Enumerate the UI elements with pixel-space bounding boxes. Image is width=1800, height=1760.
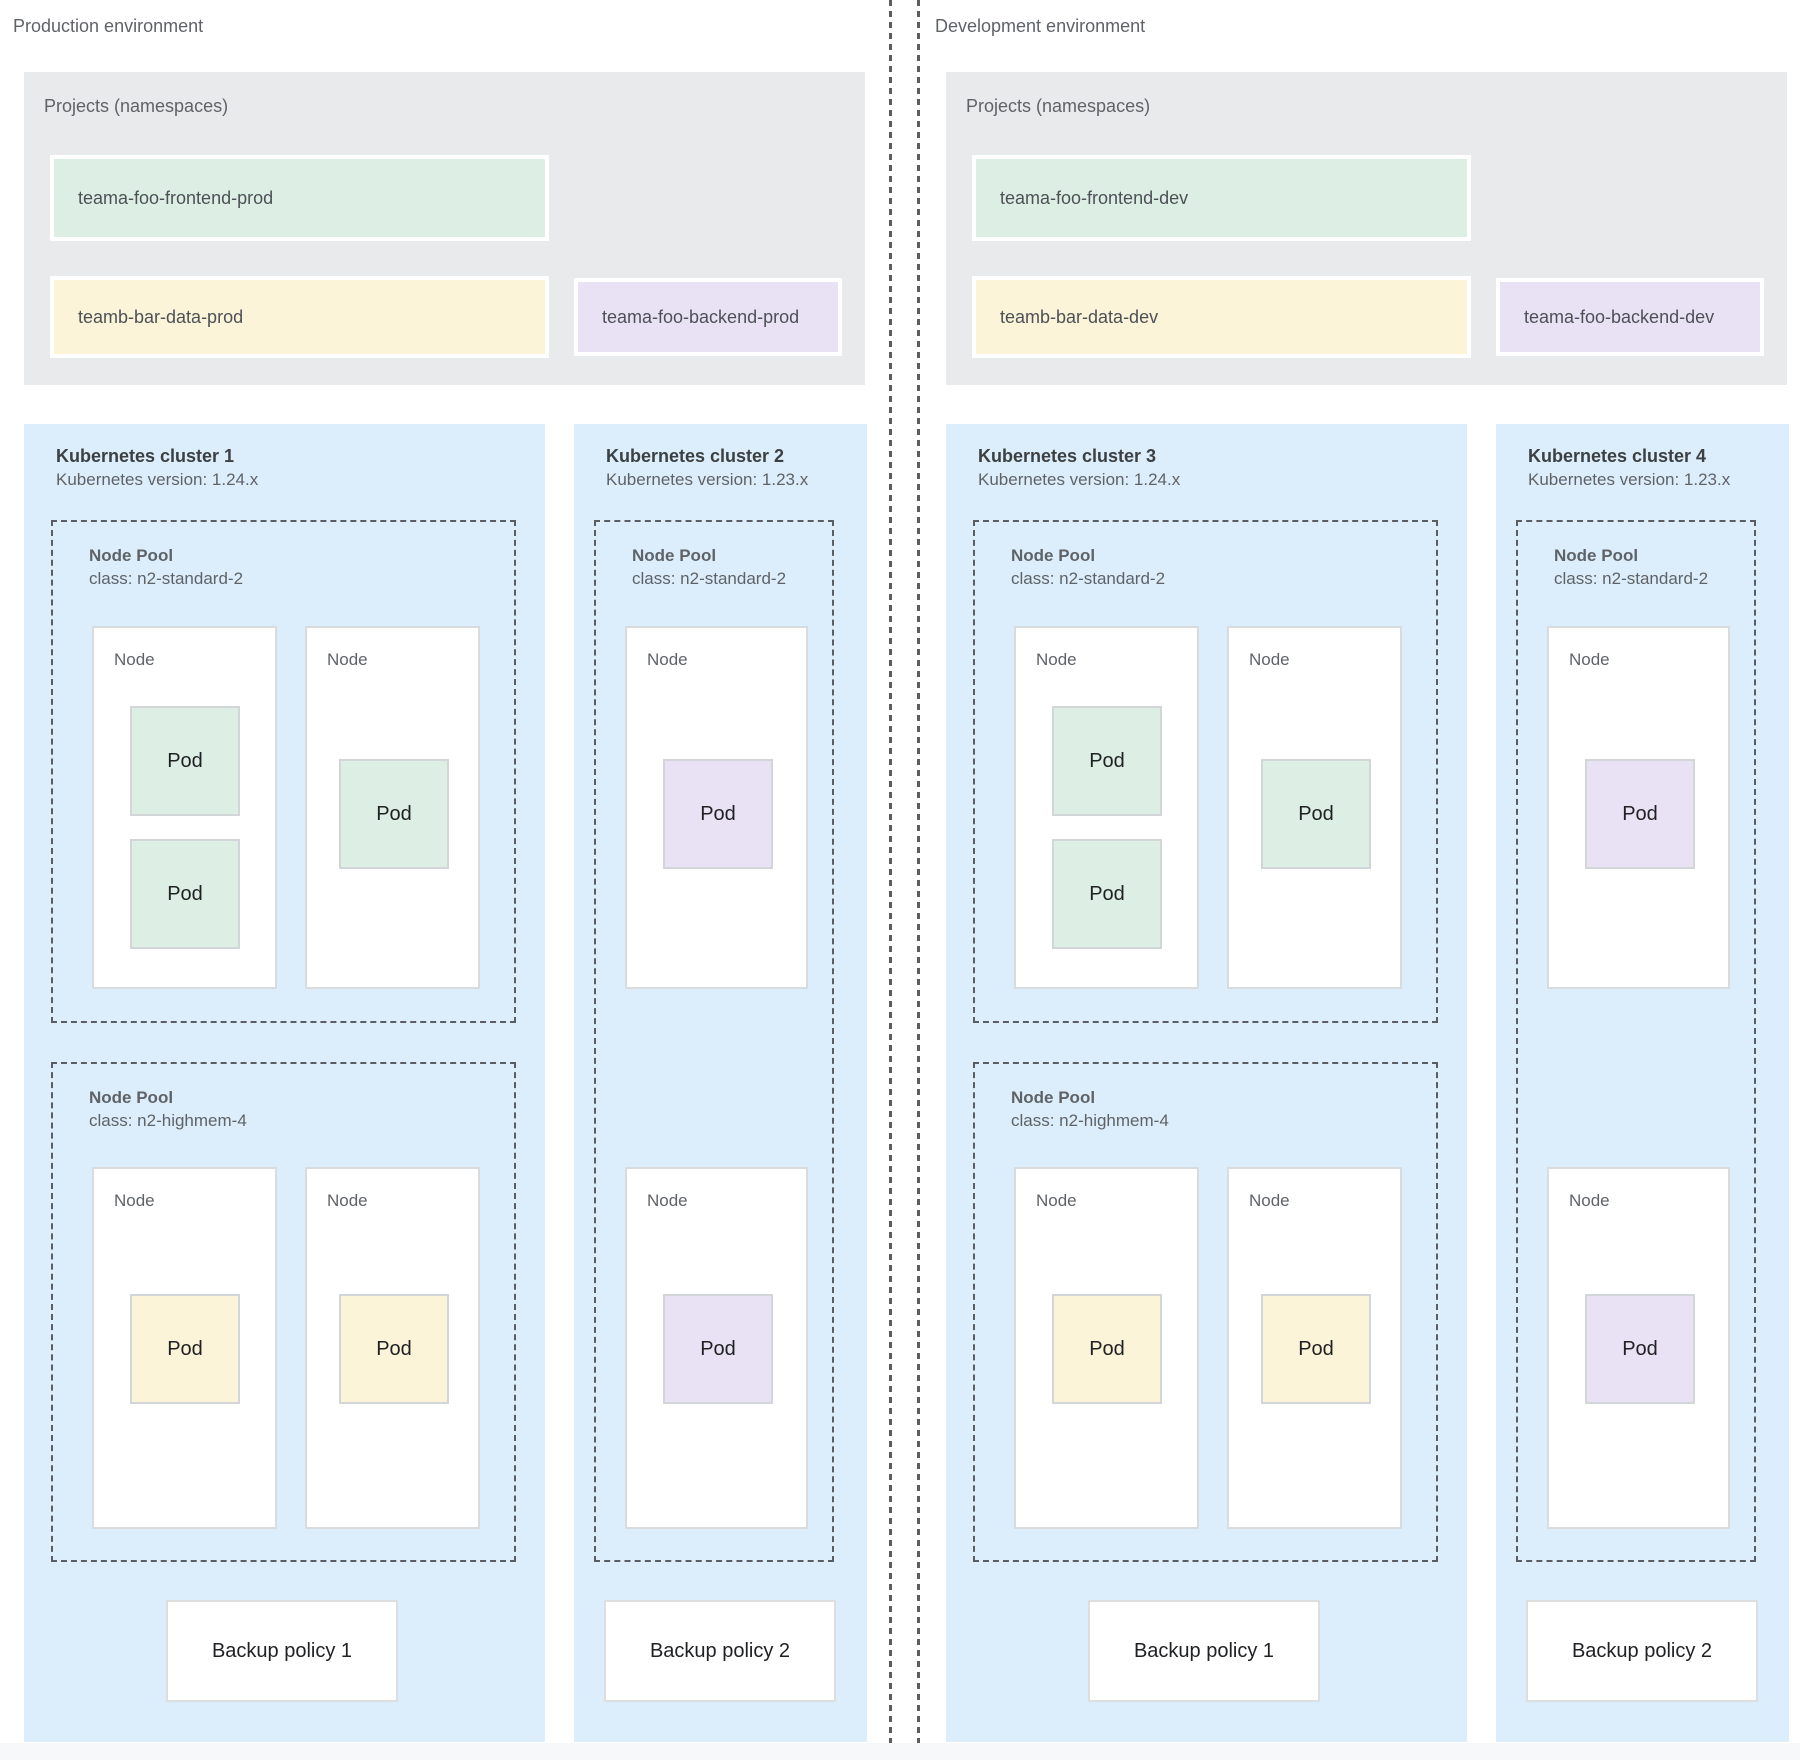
node-label: Node <box>1249 650 1290 669</box>
node-label: Node <box>647 1191 688 1210</box>
backup-policy: Backup policy 2 <box>1526 1600 1758 1702</box>
node-label: Node <box>1249 1191 1290 1210</box>
node-label: Node <box>1036 650 1077 669</box>
pod: Pod <box>130 1294 240 1404</box>
projects-box: Projects (namespaces) teama-foo-frontend… <box>946 72 1787 385</box>
project-namespace: teamb-bar-data-dev <box>972 276 1471 358</box>
cluster-title: Kubernetes cluster 2 <box>606 446 785 466</box>
node: Node Pod <box>1547 1167 1730 1529</box>
node-pool-label: Node Pool <box>1554 546 1639 565</box>
node-pool-class: class: n2-highmem-4 <box>89 1111 247 1130</box>
node-pool-class: class: n2-standard-2 <box>1554 569 1709 588</box>
projects-box: Projects (namespaces) teama-foo-frontend… <box>24 72 865 385</box>
node-pool-label: Node Pool <box>1011 546 1096 565</box>
cluster-title: Kubernetes cluster 1 <box>56 446 235 466</box>
node-pool: Node Pool class: n2-standard-2 Node Pod … <box>1516 520 1756 1562</box>
pod: Pod <box>663 759 773 869</box>
project-namespace: teamb-bar-data-prod <box>50 276 549 358</box>
pod: Pod <box>1585 759 1695 869</box>
pod: Pod <box>1052 1294 1162 1404</box>
backup-policy: Backup policy 1 <box>1088 1600 1320 1702</box>
node: Node Pod Pod <box>1014 626 1199 989</box>
projects-title: Projects (namespaces) <box>966 96 1151 116</box>
environment-development: Development environment Projects (namesp… <box>935 0 1789 1760</box>
node: Node Pod <box>305 1167 480 1529</box>
backup-policy: Backup policy 1 <box>166 1600 398 1702</box>
kubernetes-cluster: Kubernetes cluster 3 Kubernetes version:… <box>946 424 1467 1742</box>
cluster-title: Kubernetes cluster 4 <box>1528 446 1707 466</box>
pod: Pod <box>339 759 449 869</box>
node-pool-class: class: n2-highmem-4 <box>1011 1111 1169 1130</box>
pod: Pod <box>130 706 240 816</box>
project-namespace: teama-foo-backend-prod <box>574 278 842 356</box>
node-label: Node <box>1569 650 1610 669</box>
project-namespace: teama-foo-frontend-dev <box>972 155 1471 241</box>
node-pool: Node Pool class: n2-standard-2 Node Pod … <box>51 520 516 1023</box>
pod: Pod <box>130 839 240 949</box>
projects-title: Projects (namespaces) <box>44 96 229 116</box>
pod: Pod <box>663 1294 773 1404</box>
node-pool-label: Node Pool <box>1011 1088 1096 1107</box>
cluster-version: Kubernetes version: 1.24.x <box>978 470 1181 489</box>
kubernetes-cluster: Kubernetes cluster 4 Kubernetes version:… <box>1496 424 1789 1742</box>
project-namespace: teama-foo-backend-dev <box>1496 278 1764 356</box>
kubernetes-cluster: Kubernetes cluster 2 Kubernetes version:… <box>574 424 867 1742</box>
node-label: Node <box>114 1191 155 1210</box>
node-label: Node <box>327 650 368 669</box>
pod: Pod <box>1261 1294 1371 1404</box>
cluster-title: Kubernetes cluster 3 <box>978 446 1157 466</box>
cluster-version: Kubernetes version: 1.23.x <box>606 470 809 489</box>
cluster-version: Kubernetes version: 1.24.x <box>56 470 259 489</box>
pod: Pod <box>1052 706 1162 816</box>
node-pool: Node Pool class: n2-highmem-4 Node Pod N… <box>973 1062 1438 1562</box>
environment-divider-line <box>889 0 892 1760</box>
node-label: Node <box>1036 1191 1077 1210</box>
node-pool-label: Node Pool <box>632 546 717 565</box>
environment-production: Production environment Projects (namespa… <box>13 0 867 1760</box>
node: Node Pod <box>305 626 480 989</box>
node-pool-class: class: n2-standard-2 <box>632 569 787 588</box>
node-label: Node <box>1569 1191 1610 1210</box>
node-label: Node <box>647 650 688 669</box>
environment-label: Production environment <box>13 16 204 36</box>
node: Node Pod <box>625 1167 808 1529</box>
node-pool: Node Pool class: n2-standard-2 Node Pod … <box>973 520 1438 1023</box>
node: Node Pod <box>1227 1167 1402 1529</box>
node: Node Pod <box>92 1167 277 1529</box>
backup-policy: Backup policy 2 <box>604 1600 836 1702</box>
node: Node Pod <box>625 626 808 989</box>
pod: Pod <box>1052 839 1162 949</box>
node: Node Pod Pod <box>92 626 277 989</box>
bottom-edge <box>0 1743 1800 1760</box>
node-pool: Node Pool class: n2-standard-2 Node Pod … <box>594 520 834 1562</box>
node: Node Pod <box>1227 626 1402 989</box>
node-pool-label: Node Pool <box>89 1088 174 1107</box>
node-pool-label: Node Pool <box>89 546 174 565</box>
node-label: Node <box>327 1191 368 1210</box>
node-pool-class: class: n2-standard-2 <box>1011 569 1166 588</box>
pod: Pod <box>1585 1294 1695 1404</box>
node-pool-class: class: n2-standard-2 <box>89 569 244 588</box>
node-pool: Node Pool class: n2-highmem-4 Node Pod N… <box>51 1062 516 1562</box>
project-namespace: teama-foo-frontend-prod <box>50 155 549 241</box>
environment-label: Development environment <box>935 16 1146 36</box>
pod: Pod <box>1261 759 1371 869</box>
kubernetes-cluster: Kubernetes cluster 1 Kubernetes version:… <box>24 424 545 1742</box>
node-label: Node <box>114 650 155 669</box>
node: Node Pod <box>1547 626 1730 989</box>
cluster-version: Kubernetes version: 1.23.x <box>1528 470 1731 489</box>
pod: Pod <box>339 1294 449 1404</box>
environment-divider-line <box>917 0 920 1760</box>
node: Node Pod <box>1014 1167 1199 1529</box>
